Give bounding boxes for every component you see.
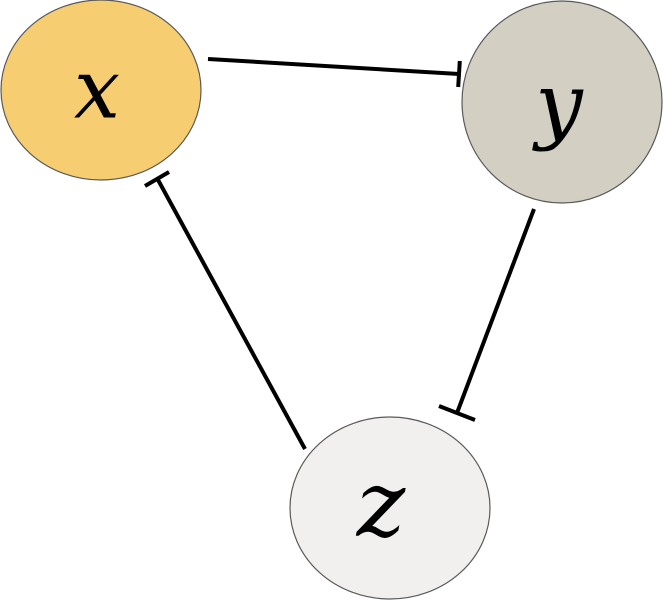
edge-z-to-x-bar [143, 170, 171, 188]
node-y-shape [461, 0, 663, 204]
node-x: x [0, 0, 202, 181]
node-x-shape [0, 0, 202, 181]
node-y-label: y [531, 55, 584, 153]
edge-y-to-z-line [455, 208, 536, 414]
edge-x-to-y-bar [456, 60, 462, 88]
edge-z-to-x [143, 170, 307, 450]
node-z: z [289, 416, 491, 600]
node-z-shape [289, 416, 491, 600]
edge-x-to-y [207, 57, 462, 88]
node-y: y [461, 0, 663, 204]
edge-y-to-z-bar [438, 404, 476, 422]
node-x-label: x [74, 43, 120, 138]
node-z-label: z [356, 451, 406, 558]
edge-z-to-x-line [155, 177, 307, 450]
edge-x-to-y-line [207, 57, 460, 76]
edge-y-to-z [438, 208, 536, 422]
